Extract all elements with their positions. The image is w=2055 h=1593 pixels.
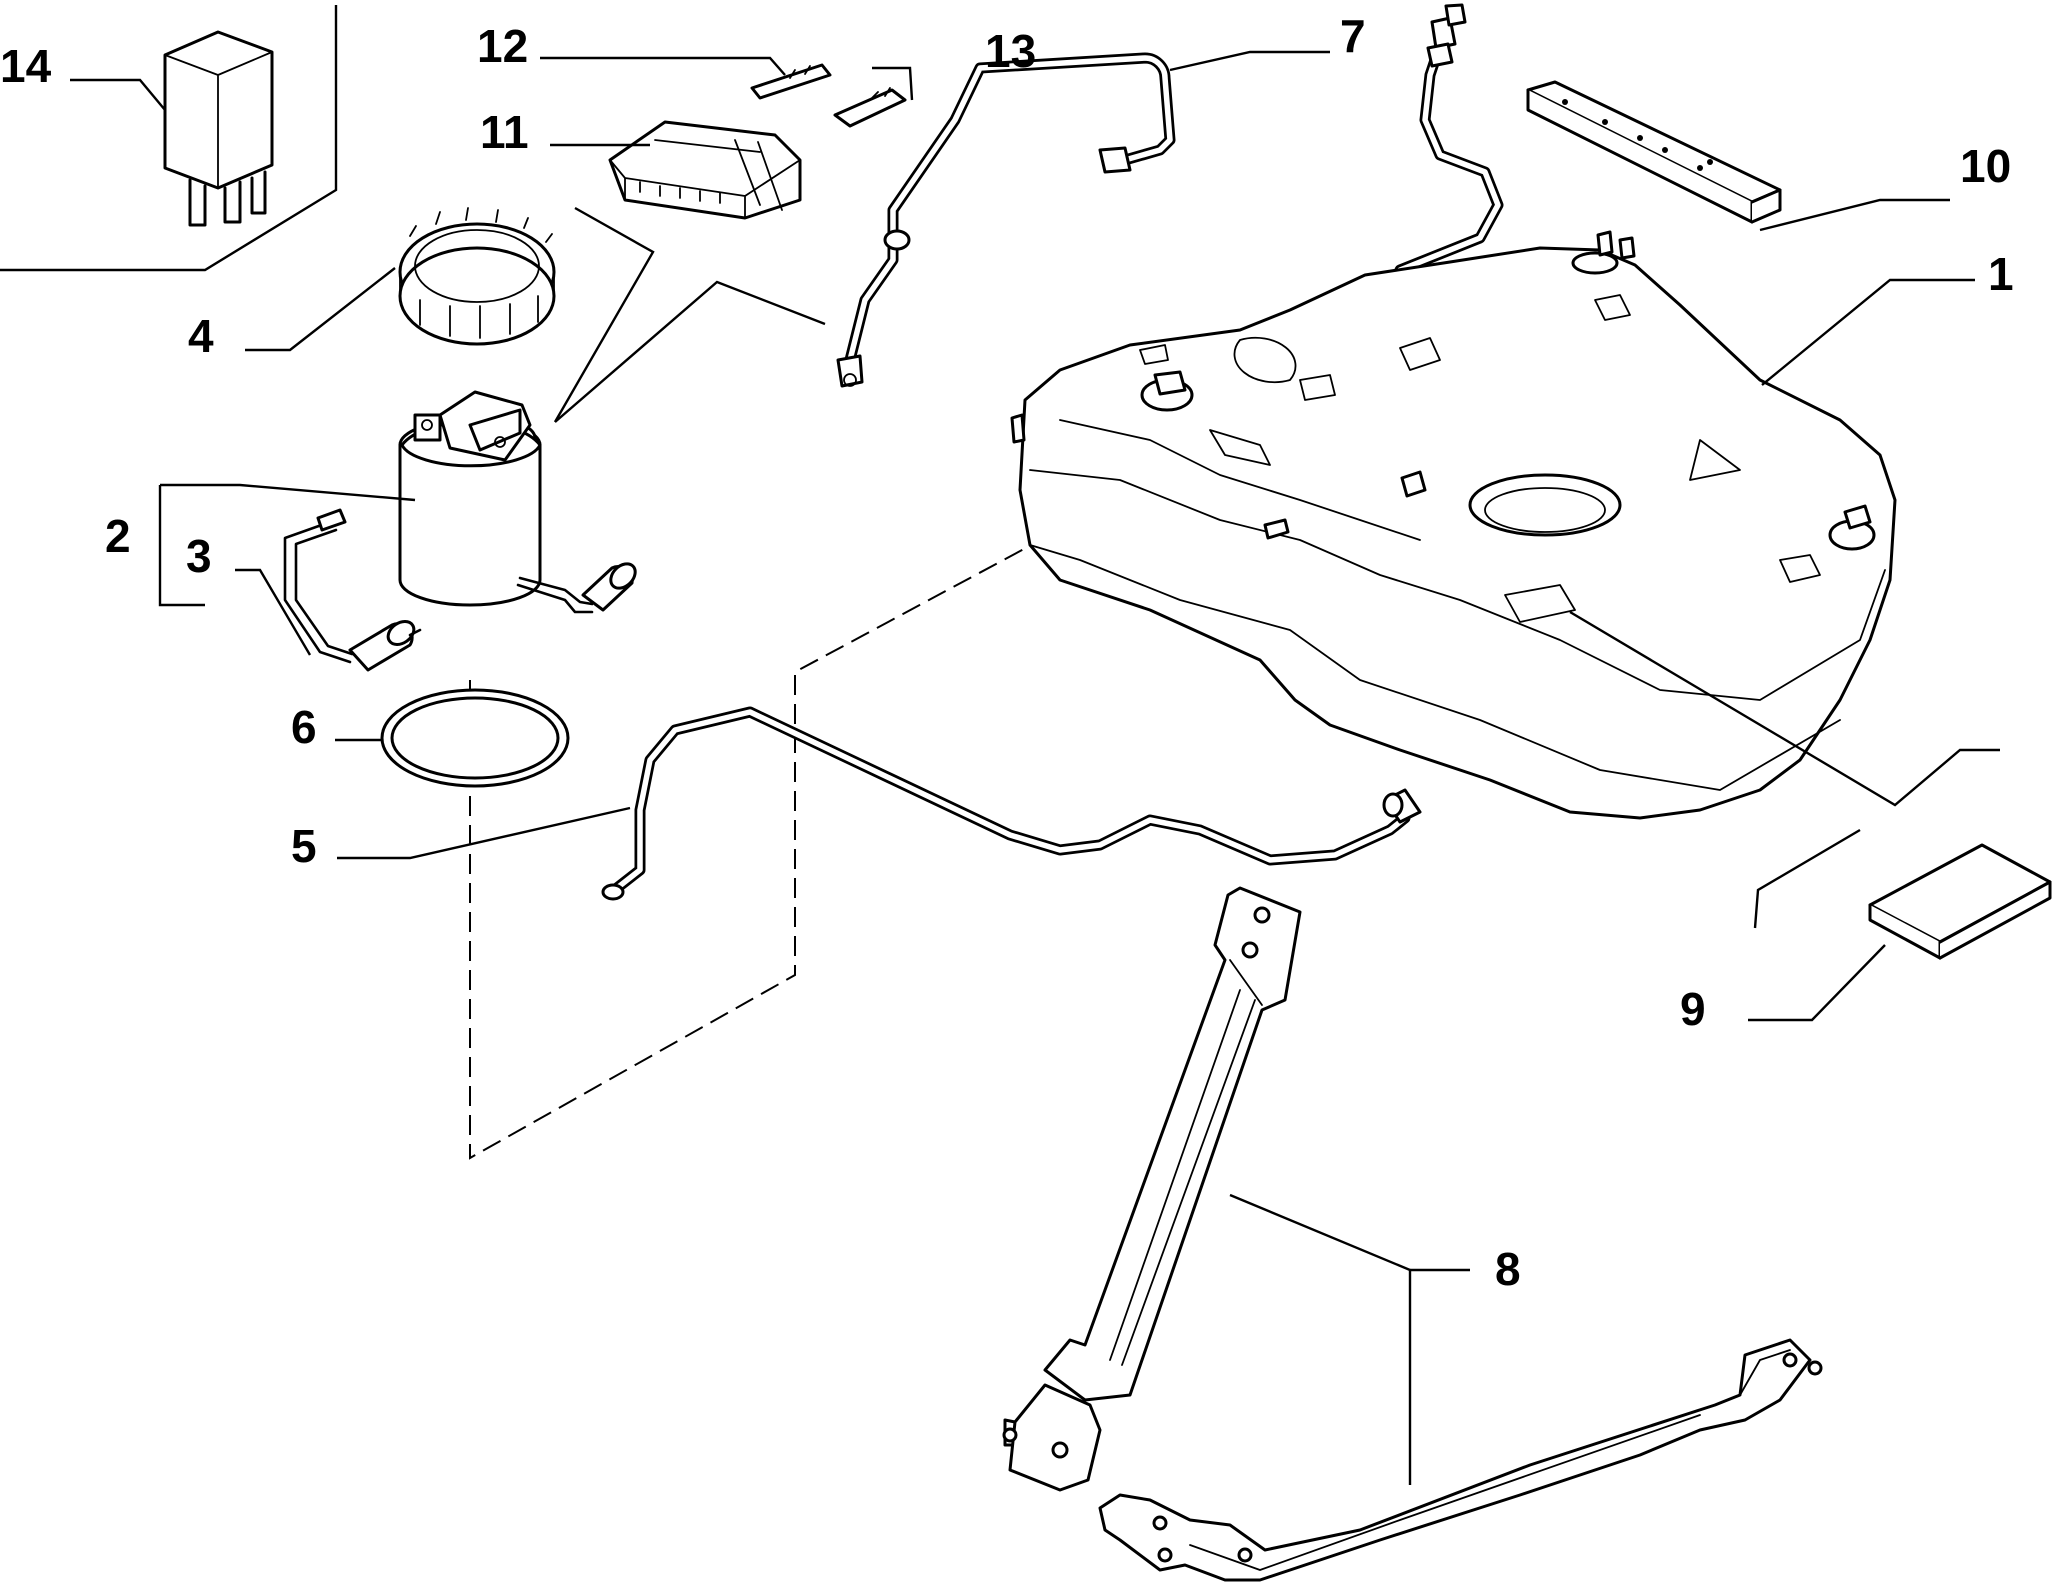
callout-13: 13 xyxy=(985,25,1036,77)
callout-3: 3 xyxy=(186,530,212,582)
callout-14: 14 xyxy=(0,40,52,92)
callout-8: 8 xyxy=(1495,1243,1521,1295)
terminal-pin-13 xyxy=(833,87,907,128)
terminal-pin-12 xyxy=(750,63,832,100)
callout-9: 9 xyxy=(1680,983,1706,1035)
callout-7: 7 xyxy=(1340,10,1366,62)
sealing-ring xyxy=(380,688,570,788)
fuel-delivery-pipe xyxy=(601,706,1422,901)
fuel-tank xyxy=(1010,230,1897,820)
fuel-pump-module xyxy=(398,390,637,614)
level-sender xyxy=(283,508,422,672)
callout-1: 1 xyxy=(1988,248,2014,300)
leader-lines xyxy=(70,50,2000,1485)
tank-feed-line xyxy=(1394,3,1504,276)
insulating-strip xyxy=(1526,80,1782,224)
anti-noise-pad xyxy=(1868,843,2052,960)
callout-labels: 14 12 13 7 11 10 1 4 2 3 6 5 9 8 xyxy=(0,10,2014,1295)
lock-ring xyxy=(398,207,556,346)
callout-6: 6 xyxy=(291,701,317,753)
tank-straps xyxy=(1002,886,1823,1582)
callout-4: 4 xyxy=(188,310,214,362)
callout-2: 2 xyxy=(105,510,131,562)
callout-5: 5 xyxy=(291,820,317,872)
relay xyxy=(0,5,338,272)
vent-pipe xyxy=(836,52,1176,388)
callout-12: 12 xyxy=(477,20,528,72)
callout-11: 11 xyxy=(480,106,529,158)
electrical-connector xyxy=(608,120,802,220)
callout-10: 10 xyxy=(1960,140,2011,192)
